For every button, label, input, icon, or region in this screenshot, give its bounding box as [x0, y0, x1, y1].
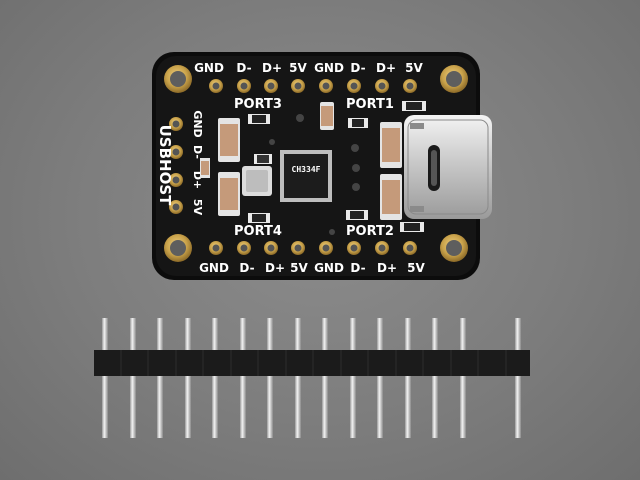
top-label-dplus-1: D+	[262, 61, 282, 75]
port2-label: PORT2	[346, 224, 394, 239]
header-plastic	[94, 350, 530, 376]
bottom-label-gnd-2: GND	[314, 261, 344, 275]
port3-label: PORT3	[234, 97, 282, 112]
mounting-hole	[164, 65, 192, 93]
chip-marking: CH334F	[292, 165, 321, 174]
top-label-dminus-2: D-	[350, 61, 365, 75]
top-label-gnd-2: GND	[314, 61, 344, 75]
bottom-label-dplus-2: D+	[377, 261, 397, 275]
header-pins-top	[102, 318, 521, 352]
header-dividers	[120, 350, 507, 376]
ceramic-capacitors	[200, 102, 402, 220]
side-pin-pads	[169, 117, 183, 214]
port1-label: PORT1	[346, 97, 394, 112]
top-label-dplus-2: D+	[376, 61, 396, 75]
top-label-dminus-1: D-	[236, 61, 251, 75]
port4-label: PORT4	[234, 224, 282, 239]
side-label-5v: 5V	[191, 199, 204, 216]
mounting-hole	[440, 65, 468, 93]
side-title-usbhost: USBHOST	[156, 125, 174, 207]
usb-c-connector	[404, 115, 492, 219]
mounting-hole	[164, 234, 192, 262]
mounting-hole	[440, 234, 468, 262]
side-label-gnd: GND	[191, 110, 204, 137]
bottom-label-dplus-1: D+	[265, 261, 285, 275]
pcb-board: GND D- D+ 5V GND D- D+ 5V GND D- D+ 5V G…	[152, 52, 492, 280]
bottom-label-dminus-1: D-	[239, 261, 254, 275]
top-pin-pads	[209, 79, 417, 93]
bottom-label-5v-2: 5V	[407, 261, 425, 275]
top-label-5v-2: 5V	[405, 61, 423, 75]
top-label-gnd-1: GND	[194, 61, 224, 75]
side-label-dminus: D-	[191, 145, 204, 159]
top-label-5v-1: 5V	[289, 61, 307, 75]
vias	[269, 114, 360, 235]
bottom-pin-pads	[209, 241, 417, 255]
bottom-label-5v-1: 5V	[290, 261, 308, 275]
hub-chip: CH334F	[280, 150, 332, 202]
pin-header	[94, 318, 530, 438]
bottom-label-gnd-1: GND	[199, 261, 229, 275]
header-pins-bottom	[102, 376, 521, 438]
bottom-label-dminus-2: D-	[350, 261, 365, 275]
smd-resistors	[248, 101, 426, 232]
